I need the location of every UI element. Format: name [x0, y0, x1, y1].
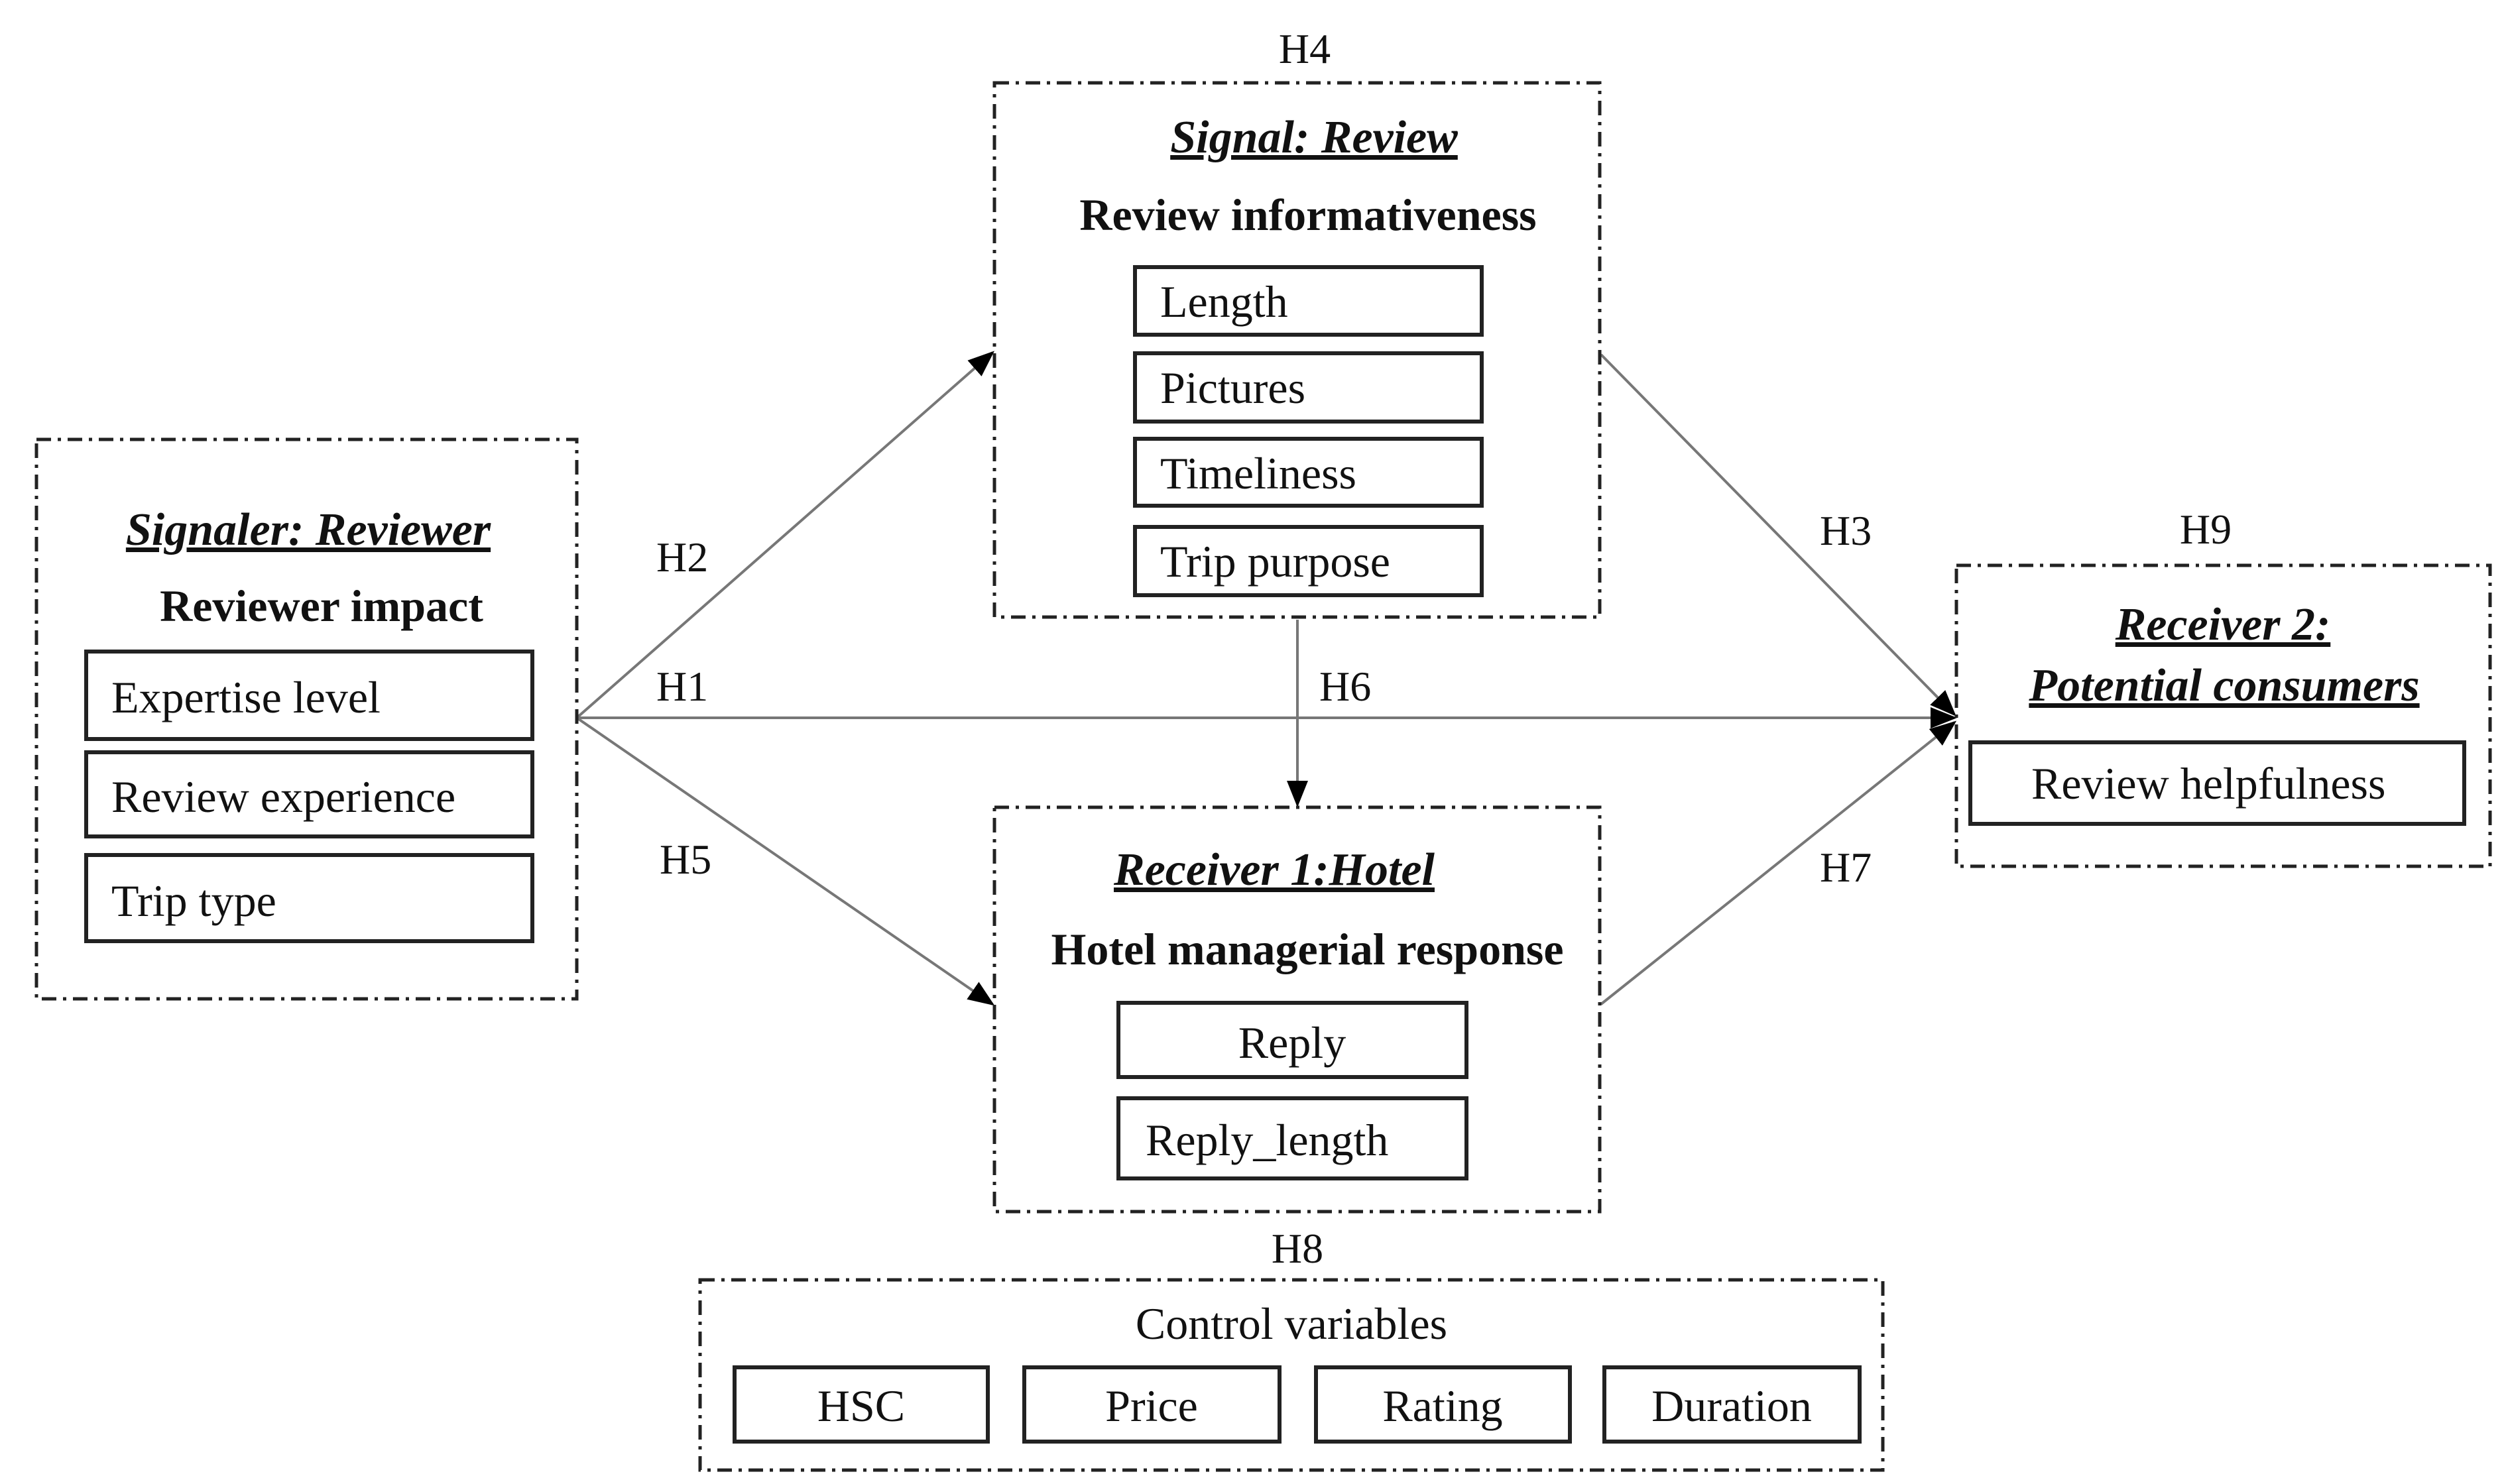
- control-item: HSC: [733, 1365, 990, 1444]
- receiver2-border: [1954, 563, 2492, 868]
- label-h6: H6: [1319, 663, 1371, 710]
- control-item: Rating: [1314, 1365, 1572, 1444]
- label-h4: H4: [1279, 25, 1331, 72]
- signal-review-box: Signal: Review Review informativeness Le…: [992, 81, 1602, 619]
- signaler-title: Signaler: Reviewer: [126, 504, 491, 555]
- path-h7-arrow: [1600, 720, 1957, 1005]
- receiver1-item: Reply_length: [1116, 1096, 1468, 1180]
- label-h3: H3: [1820, 507, 1872, 554]
- signaler-border: [34, 437, 579, 1001]
- control-variables-box: Control variables HSC Price Rating Durat…: [698, 1278, 1885, 1472]
- signal-item-label: Length: [1160, 276, 1288, 327]
- signal-item-label: Timeliness: [1160, 448, 1356, 498]
- control-item-label: Duration: [1651, 1381, 1812, 1431]
- receiver1-border: [992, 805, 1602, 1214]
- receiver1-item-label: Reply_length: [1146, 1115, 1388, 1165]
- control-item-label: Rating: [1382, 1381, 1502, 1431]
- receiver1-subtitle: Hotel managerial response: [1051, 924, 1563, 974]
- signal-item-label: Pictures: [1160, 363, 1305, 413]
- receiver2-consumers-box: Receiver 2: Potential consumers Review h…: [1954, 563, 2492, 868]
- label-h9: H9: [2180, 506, 2232, 553]
- receiver2-item: Review helpfulness: [1968, 740, 2466, 826]
- signaler-item-label: Review experience: [111, 771, 455, 822]
- receiver2-title-line1: Receiver 2:: [2115, 599, 2331, 650]
- receiver2-title-line2: Potential consumers: [2028, 660, 2419, 711]
- label-h8: H8: [1272, 1225, 1323, 1272]
- label-h7: H7: [1820, 844, 1872, 891]
- signaler-item-label: Trip type: [111, 876, 276, 926]
- signal-item: Trip purpose: [1133, 525, 1484, 597]
- signal-subtitle: Review informativeness: [1079, 190, 1536, 240]
- receiver1-item: Reply: [1116, 1001, 1468, 1079]
- signal-item: Pictures: [1133, 351, 1484, 424]
- controls-title: Control variables: [1136, 1298, 1447, 1349]
- signal-item-label: Trip purpose: [1160, 536, 1390, 587]
- signaler-reviewer-box: Signaler: Reviewer Reviewer impact Exper…: [34, 437, 579, 1001]
- control-item-label: Price: [1105, 1381, 1198, 1431]
- path-h2-arrow: [575, 351, 995, 719]
- signal-title: Signal: Review: [1170, 112, 1458, 163]
- signal-item: Timeliness: [1133, 437, 1484, 508]
- receiver1-hotel-box: Receiver 1:Hotel Hotel managerial respon…: [992, 805, 1602, 1214]
- signaler-item-label: Expertise level: [111, 672, 381, 722]
- label-h1: H1: [656, 663, 708, 710]
- signal-item: Length: [1133, 265, 1484, 337]
- signaler-item: Trip type: [84, 853, 534, 943]
- receiver1-title: Receiver 1:Hotel: [1113, 844, 1435, 895]
- receiver1-item-label: Reply: [1238, 1017, 1346, 1068]
- signaler-item: Expertise level: [84, 650, 534, 741]
- control-item: Duration: [1602, 1365, 1862, 1444]
- signaler-subtitle: Reviewer impact: [160, 581, 483, 631]
- paths: [575, 351, 1957, 1006]
- receiver2-item-label: Review helpfulness: [2031, 758, 2385, 809]
- path-h5-arrow: [575, 716, 995, 1006]
- control-item: Price: [1022, 1365, 1282, 1444]
- signaler-item: Review experience: [84, 750, 534, 838]
- path-h3-arrow: [1600, 353, 1956, 716]
- signal-border: [992, 81, 1602, 619]
- controls-border: [698, 1278, 1885, 1472]
- label-h5: H5: [660, 836, 711, 883]
- control-item-label: HSC: [817, 1381, 905, 1431]
- label-h2: H2: [656, 534, 708, 581]
